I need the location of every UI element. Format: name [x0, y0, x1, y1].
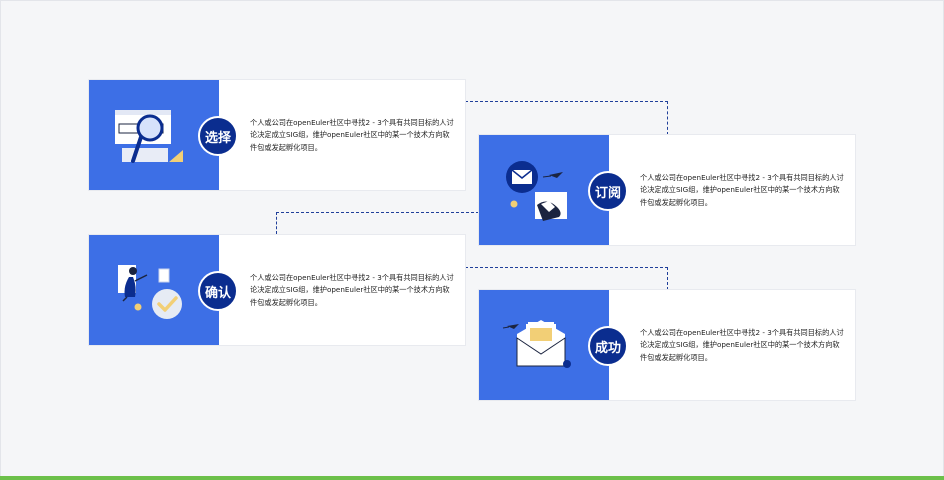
step-description: 个人或公司在openEuler社区中寻找2 - 3个具有共同目标的人讨论决定成立…	[640, 328, 844, 362]
step-illustration-panel: 订阅	[479, 135, 628, 245]
step-card-success: 成功 个人或公司在openEuler社区中寻找2 - 3个具有共同目标的人讨论决…	[478, 289, 856, 401]
step-badge-subscribe[interactable]: 订阅	[588, 171, 628, 211]
connector-confirm-to-success	[465, 267, 668, 290]
connector-select-to-subscribe	[465, 101, 668, 135]
magnifier-search-icon	[115, 110, 183, 163]
step-illustration-panel: 确认	[89, 235, 238, 345]
step-card-subscribe: 订阅 个人或公司在openEuler社区中寻找2 - 3个具有共同目标的人讨论决…	[478, 134, 856, 246]
person-confirm-icon	[118, 265, 182, 319]
connector-subscribe-to-confirm	[276, 212, 479, 234]
step-card-confirm: 确认 个人或公司在openEuler社区中寻找2 - 3个具有共同目标的人讨论决…	[88, 234, 466, 346]
step-description: 个人或公司在openEuler社区中寻找2 - 3个具有共同目标的人讨论决定成立…	[640, 173, 844, 207]
step-badge-select[interactable]: 选择	[198, 116, 238, 156]
bottom-accent-bar	[0, 476, 944, 480]
mail-subscribe-icon	[506, 161, 567, 221]
open-envelope-icon	[502, 320, 571, 368]
step-illustration-panel: 成功	[479, 290, 628, 400]
step-description: 个人或公司在openEuler社区中寻找2 - 3个具有共同目标的人讨论决定成立…	[250, 273, 454, 307]
step-badge-confirm[interactable]: 确认	[198, 271, 238, 311]
step-badge-success[interactable]: 成功	[588, 326, 628, 366]
step-illustration-panel: 选择	[89, 80, 238, 190]
step-card-select: 选择 个人或公司在openEuler社区中寻找2 - 3个具有共同目标的人讨论决…	[88, 79, 466, 191]
step-description: 个人或公司在openEuler社区中寻找2 - 3个具有共同目标的人讨论决定成立…	[250, 118, 454, 152]
